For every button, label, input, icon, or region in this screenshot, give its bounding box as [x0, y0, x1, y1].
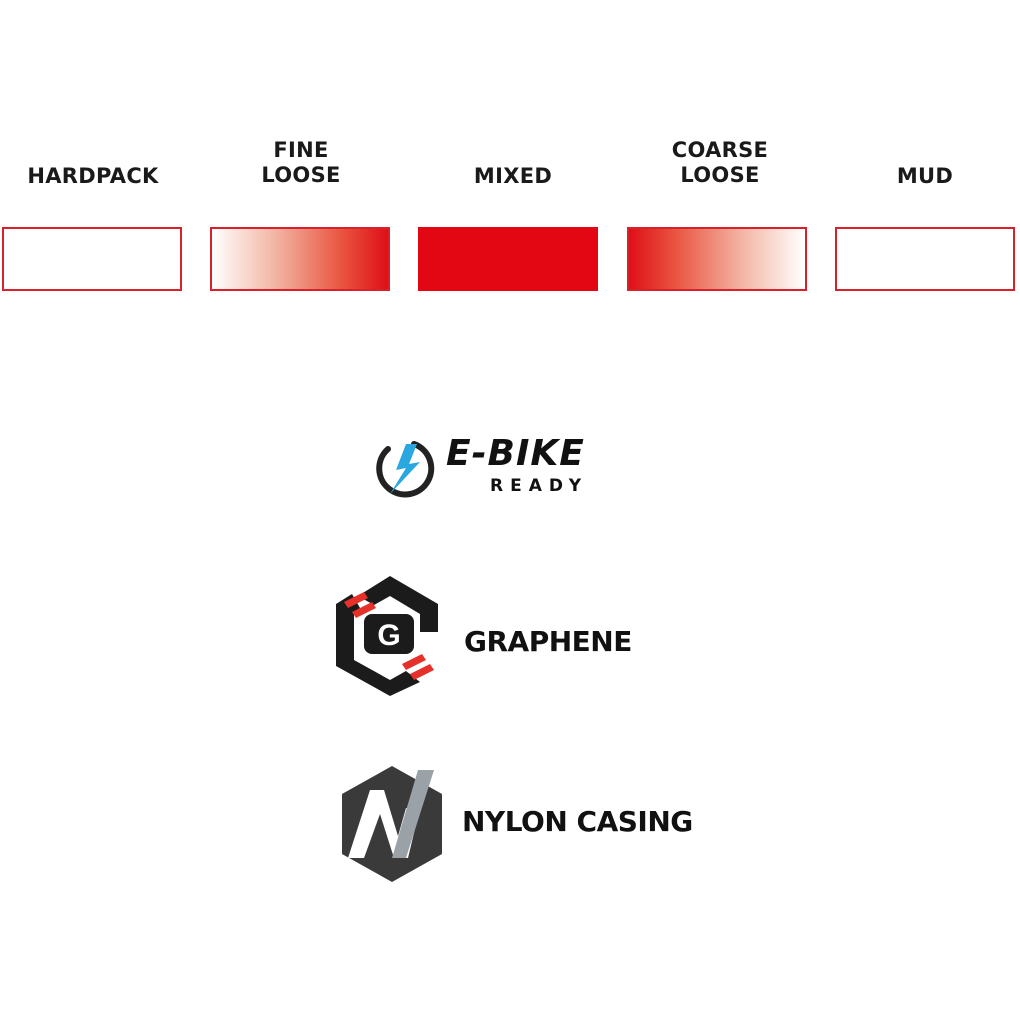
terrain-label-line: MUD — [896, 164, 954, 188]
terrain-bar-hardpack — [2, 227, 182, 291]
graphene-hex-icon: G — [336, 576, 438, 696]
terrain-label-coarse-loose: COARSE LOOSE — [629, 138, 811, 188]
terrain-label-mud: MUD — [834, 164, 1016, 189]
graphene-logo: G GRAPHENE — [334, 572, 654, 698]
graphene-label: GRAPHENE — [464, 625, 632, 658]
graphene-badge-letter: G — [377, 619, 400, 652]
terrain-label-hardpack: HARDPACK — [2, 164, 184, 189]
terrain-label-line: LOOSE — [680, 163, 760, 187]
terrain-bar-mud — [835, 227, 1015, 291]
terrain-label-line: COARSE — [671, 138, 769, 162]
nylon-hex-icon — [342, 766, 442, 882]
nylon-casing-logo: NYLON CASING — [336, 762, 716, 886]
terrain-label-mixed: MIXED — [422, 164, 604, 189]
terrain-bar-mixed — [418, 227, 598, 291]
terrain-bar-coarse-loose — [627, 227, 807, 291]
terrain-label-line: LOOSE — [261, 163, 341, 187]
ebike-subtitle: READY — [490, 476, 589, 496]
terrain-label-line: MIXED — [473, 164, 553, 188]
ebike-ready-logo: E-BIKE READY — [374, 433, 654, 500]
terrain-bar-fine-loose — [210, 227, 390, 291]
nylon-label: NYLON CASING — [462, 805, 693, 838]
terrain-label-line: FINE — [273, 138, 329, 162]
terrain-label-fine-loose: FINE LOOSE — [210, 138, 392, 188]
lightning-bolt-icon — [376, 441, 435, 498]
ebike-title: E-BIKE — [446, 433, 585, 474]
terrain-label-line: HARDPACK — [27, 164, 159, 188]
